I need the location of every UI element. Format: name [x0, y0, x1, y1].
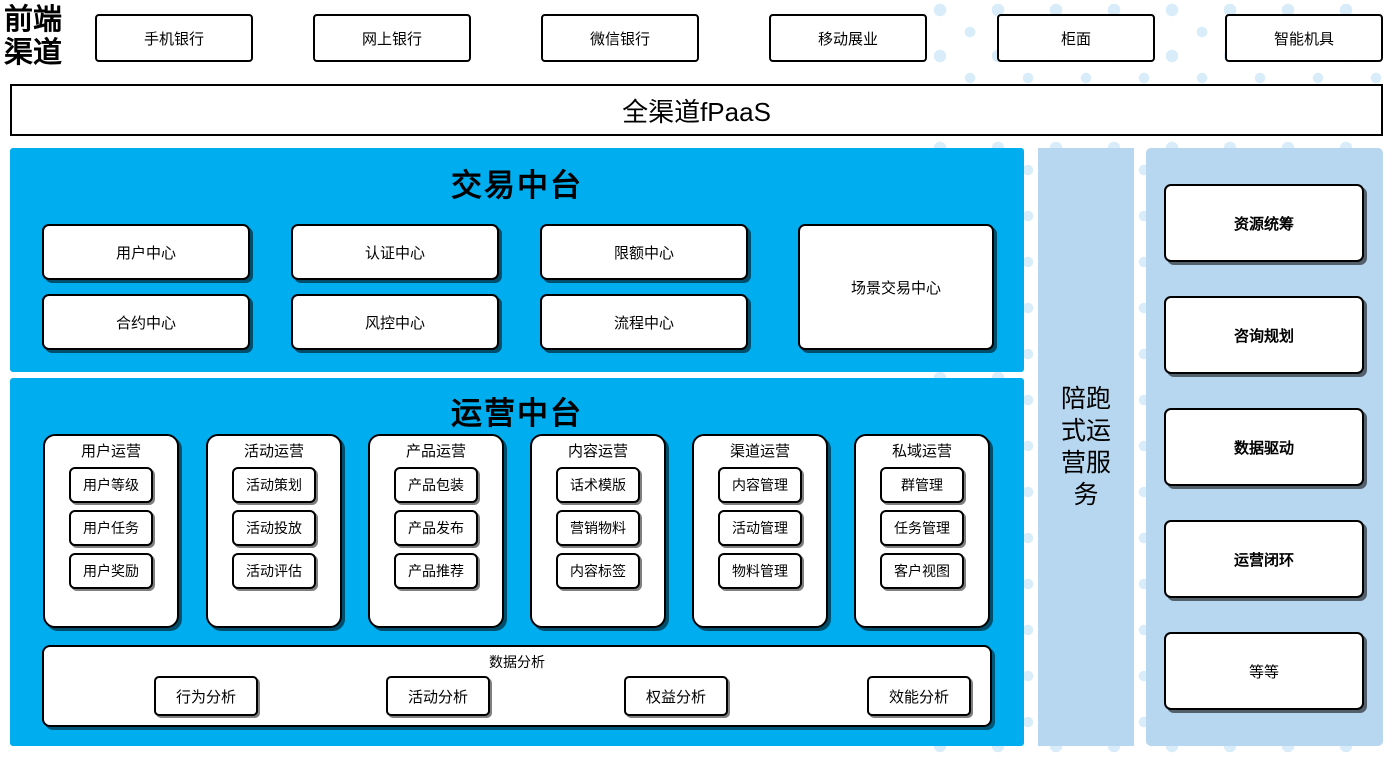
- service-card-等等[interactable]: 等等: [1164, 632, 1364, 710]
- ops-platform-title: 运营中台: [451, 396, 583, 431]
- trade-middle-platform-panel: 交易中台 用户中心认证中心限额中心合约中心风控中心流程中心场景交易中心: [10, 148, 1024, 372]
- ops-item-产品发布[interactable]: 产品发布: [394, 510, 478, 546]
- analytics-item-行为分析[interactable]: 行为分析: [154, 676, 258, 716]
- ops-item-用户奖励[interactable]: 用户奖励: [69, 553, 153, 589]
- channel-box-网上银行[interactable]: 网上银行: [313, 14, 471, 62]
- channel-box-微信银行[interactable]: 微信银行: [541, 14, 699, 62]
- ops-item-活动投放[interactable]: 活动投放: [232, 510, 316, 546]
- analytics-item-活动分析[interactable]: 活动分析: [386, 676, 490, 716]
- ops-item-用户等级[interactable]: 用户等级: [69, 467, 153, 503]
- support-services-panel: 资源统筹咨询规划数据驱动运营闭环等等: [1146, 148, 1383, 746]
- analytics-item-效能分析[interactable]: 效能分析: [867, 676, 971, 716]
- ops-item-用户任务[interactable]: 用户任务: [69, 510, 153, 546]
- ops-column-title: 产品运营: [405, 443, 466, 460]
- trade-card-风控中心[interactable]: 风控中心: [291, 294, 499, 350]
- escort-operation-service-label: 陪跑式运营服务: [1060, 385, 1111, 509]
- omnichannel-fpaas-band: 全渠道fPaaS: [10, 84, 1383, 136]
- ops-column-title: 内容运营: [567, 443, 628, 460]
- ops-item-任务管理[interactable]: 任务管理: [880, 510, 964, 546]
- channel-box-柜面[interactable]: 柜面: [997, 14, 1155, 62]
- trade-card-场景交易中心[interactable]: 场景交易中心: [798, 224, 994, 350]
- ops-item-产品包装[interactable]: 产品包装: [394, 467, 478, 503]
- trade-card-认证中心[interactable]: 认证中心: [291, 224, 499, 280]
- ops-column-渠道运营[interactable]: 渠道运营内容管理活动管理物料管理: [692, 434, 828, 628]
- service-card-咨询规划[interactable]: 咨询规划: [1164, 296, 1364, 374]
- ops-column-内容运营[interactable]: 内容运营话术模版营销物料内容标签: [530, 434, 666, 628]
- ops-item-产品推荐[interactable]: 产品推荐: [394, 553, 478, 589]
- channel-box-智能机具[interactable]: 智能机具: [1225, 14, 1383, 62]
- ops-column-title: 私域运营: [891, 443, 952, 460]
- ops-item-营销物料[interactable]: 营销物料: [556, 510, 640, 546]
- trade-card-限额中心[interactable]: 限额中心: [540, 224, 748, 280]
- trade-card-用户中心[interactable]: 用户中心: [42, 224, 250, 280]
- data-analytics-box: 数据分析 行为分析 活动分析 权益分析 效能分析: [42, 645, 992, 727]
- data-analytics-title: 数据分析: [489, 654, 545, 670]
- ops-item-内容管理[interactable]: 内容管理: [718, 467, 802, 503]
- trade-card-合约中心[interactable]: 合约中心: [42, 294, 250, 350]
- escort-operation-service-panel: 陪跑式运营服务: [1038, 148, 1134, 746]
- ops-item-内容标签[interactable]: 内容标签: [556, 553, 640, 589]
- ops-column-活动运营[interactable]: 活动运营活动策划活动投放活动评估: [206, 434, 342, 628]
- ops-item-话术模版[interactable]: 话术模版: [556, 467, 640, 503]
- frontend-channel-label: 前端渠道: [4, 4, 63, 69]
- service-card-运营闭环[interactable]: 运营闭环: [1164, 520, 1364, 598]
- trade-card-流程中心[interactable]: 流程中心: [540, 294, 748, 350]
- service-card-资源统筹[interactable]: 资源统筹: [1164, 184, 1364, 262]
- ops-column-产品运营[interactable]: 产品运营产品包装产品发布产品推荐: [368, 434, 504, 628]
- analytics-item-权益分析[interactable]: 权益分析: [624, 676, 728, 716]
- ops-column-私域运营[interactable]: 私域运营群管理任务管理客户视图: [854, 434, 990, 628]
- ops-item-客户视图[interactable]: 客户视图: [880, 553, 964, 589]
- ops-column-title: 渠道运营: [729, 443, 790, 460]
- ops-column-title: 活动运营: [243, 443, 304, 460]
- ops-item-物料管理[interactable]: 物料管理: [718, 553, 802, 589]
- ops-item-活动策划[interactable]: 活动策划: [232, 467, 316, 503]
- trade-platform-title: 交易中台: [451, 168, 583, 203]
- ops-item-活动评估[interactable]: 活动评估: [232, 553, 316, 589]
- ops-item-活动管理[interactable]: 活动管理: [718, 510, 802, 546]
- channel-box-手机银行[interactable]: 手机银行: [95, 14, 253, 62]
- ops-column-title: 用户运营: [80, 443, 141, 460]
- ops-column-用户运营[interactable]: 用户运营用户等级用户任务用户奖励: [43, 434, 179, 628]
- service-card-数据驱动[interactable]: 数据驱动: [1164, 408, 1364, 486]
- channel-box-移动展业[interactable]: 移动展业: [769, 14, 927, 62]
- ops-item-群管理[interactable]: 群管理: [880, 467, 964, 503]
